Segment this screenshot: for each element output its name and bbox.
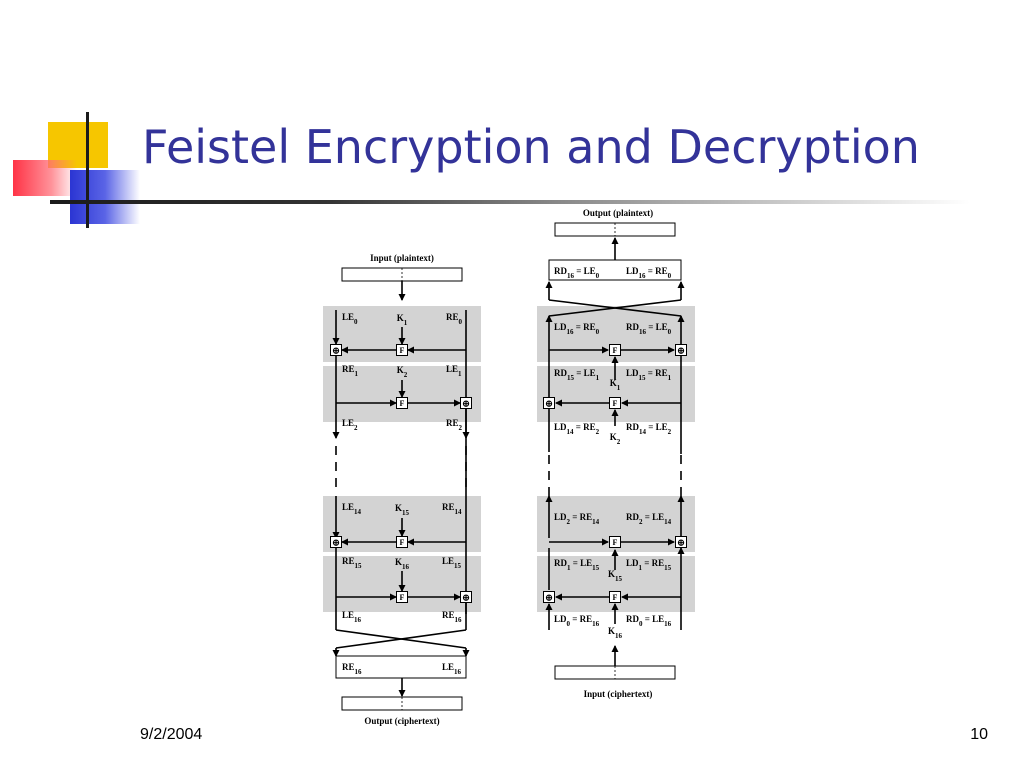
dec-f-box-2	[609, 397, 621, 409]
decor-horizontal-rule	[50, 200, 970, 204]
slide-title: Feistel Encryption and Decryption	[142, 120, 920, 174]
enc-f-box-16-label: F	[400, 593, 405, 602]
dec-f-box-2-label: F	[613, 399, 618, 408]
dec-label-RD0: RD0 = LE16	[626, 614, 672, 628]
enc-f-box-2-label: F	[400, 399, 405, 408]
enc-f-box-16	[396, 591, 408, 603]
decor-blue-square	[70, 170, 140, 224]
enc-label-final-RE16: RE16	[342, 662, 362, 676]
dec-label-LD0: LD0 = RE16	[554, 614, 600, 628]
dec-label-K1: K1	[610, 378, 621, 392]
dec-f-box-15	[609, 536, 621, 548]
footer-page-number: 10	[970, 726, 988, 743]
enc-input-label: Input (plaintext)	[370, 253, 434, 263]
footer-date: 9/2/2004	[140, 726, 203, 743]
enc-xor-15-label: ⊕	[332, 538, 340, 548]
enc-xor-2-label: ⊕	[462, 399, 470, 409]
enc-label-final-LE16: LE16	[442, 662, 462, 676]
dec-xor-16-label: ⊕	[545, 593, 553, 603]
dec-label-RD16-round: RD16 = LE0	[626, 322, 672, 336]
enc-label-K16: K16	[395, 557, 410, 571]
dec-f-box-15-label: F	[613, 538, 618, 547]
enc-label-RE15: RE15	[342, 556, 362, 570]
enc-label-LE0: LE0	[342, 312, 358, 326]
decor-red-bar	[13, 160, 77, 196]
flow-lines	[332, 237, 685, 697]
dec-xor-1-label: ⊕	[677, 346, 685, 356]
enc-f-box-1	[396, 344, 408, 356]
dec-f-box-16-label: F	[613, 593, 618, 602]
enc-xor-15	[330, 536, 342, 548]
dec-xor-15-label: ⊕	[677, 538, 685, 548]
dec-label-RD2: RD2 = LE14	[626, 512, 672, 526]
dec-label-LD15: LD15 = RE1	[626, 368, 672, 382]
dec-xor-15	[675, 536, 687, 548]
enc-final-box	[335, 655, 467, 679]
dec-label-K15: K15	[608, 569, 623, 583]
enc-xor-1-label: ⊕	[332, 346, 340, 356]
dec-label-LD2: LD2 = RE14	[554, 512, 600, 526]
dec-label-K16: K16	[608, 626, 623, 640]
enc-label-RE16: RE16	[442, 610, 462, 624]
dec-label-LD1: LD1 = RE15	[626, 558, 672, 572]
enc-f-box-15-label: F	[400, 538, 405, 547]
dec-label-RD14: RD14 = LE2	[626, 422, 672, 436]
enc-f-box-1-label: F	[400, 346, 405, 355]
dec-f-box-1-label: F	[613, 346, 618, 355]
dec-xor-2	[543, 397, 555, 409]
enc-label-RE14: RE14	[442, 502, 462, 516]
enc-xor-16	[460, 591, 472, 603]
enc-xor-2	[460, 397, 472, 409]
dec-label-LD16: LD16 = RE0	[626, 266, 672, 280]
enc-label-RE1: RE1	[342, 364, 359, 378]
dec-output-label: Output (plaintext)	[583, 208, 653, 218]
decor-vertical-rule	[86, 112, 89, 228]
dec-xor-1	[675, 344, 687, 356]
dec-label-RD1: RD1 = LE15	[554, 558, 600, 572]
enc-label-RE2: RE2	[446, 418, 463, 432]
dec-label-RD15: RD15 = LE1	[554, 368, 600, 382]
enc-label-LE1: LE1	[446, 364, 462, 378]
enc-f-box-2	[396, 397, 408, 409]
dec-xor-16	[543, 591, 555, 603]
dec-f-box-16	[609, 591, 621, 603]
enc-output-label: Output (ciphertext)	[364, 716, 439, 726]
enc-label-LE2: LE2	[342, 418, 358, 432]
dec-xor-2-label: ⊕	[545, 399, 553, 409]
dec-label-LD16-round: LD16 = RE0	[554, 322, 600, 336]
enc-label-RE0: RE0	[446, 312, 463, 326]
dec-label-LD14: LD14 = RE2	[554, 422, 600, 436]
enc-label-K15: K15	[395, 503, 410, 517]
dec-label-K2: K2	[610, 432, 621, 446]
enc-xor-1	[330, 344, 342, 356]
enc-label-LE15: LE15	[442, 556, 462, 570]
enc-label-LE14: LE14	[342, 502, 362, 516]
enc-label-K1: K1	[397, 313, 408, 327]
dec-f-box-1	[609, 344, 621, 356]
enc-xor-16-label: ⊕	[462, 593, 470, 603]
dec-input-label: Input (ciphertext)	[584, 689, 653, 699]
enc-label-LE16: LE16	[342, 610, 362, 624]
operation-boxes	[330, 222, 687, 711]
enc-f-box-15	[396, 536, 408, 548]
dec-label-RD16: RD16 = LE0	[554, 266, 600, 280]
enc-label-K2: K2	[397, 365, 408, 379]
dec-swap-box	[548, 259, 682, 281]
